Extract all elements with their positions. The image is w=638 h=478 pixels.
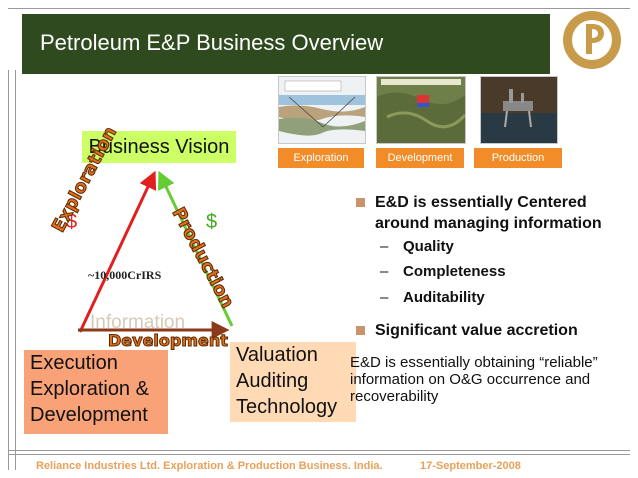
valuation-box: Valuation Auditing Technology bbox=[230, 342, 356, 422]
seismic-diagram-icon bbox=[279, 77, 365, 143]
sub-bullet-completeness: Completeness bbox=[403, 263, 506, 280]
plain-statement: E&D is essentially obtaining “reliable” … bbox=[350, 354, 598, 405]
bullet-square-2 bbox=[356, 326, 365, 335]
production-tag: Production bbox=[474, 148, 562, 168]
triangle-arrows bbox=[78, 170, 234, 339]
execution-line-3: Development bbox=[30, 404, 148, 426]
frame-left-line bbox=[8, 70, 9, 470]
dash-1: – bbox=[380, 238, 389, 255]
dash-2: – bbox=[380, 263, 389, 280]
execution-line-1: Execution bbox=[30, 352, 118, 374]
execution-line-2: Exploration & bbox=[30, 378, 149, 400]
frame-footer-line-1 bbox=[8, 450, 630, 451]
development-arrow-label: Development bbox=[108, 331, 229, 351]
information-label: Information bbox=[90, 312, 186, 333]
reliance-logo-icon bbox=[563, 11, 621, 69]
production-photo bbox=[480, 76, 558, 144]
footer-date: 17-September-2008 bbox=[420, 460, 521, 472]
sub-bullet-auditability: Auditability bbox=[403, 289, 485, 306]
sub-bullet-quality: Quality bbox=[403, 238, 454, 255]
production-arrow bbox=[158, 170, 234, 327]
investment-note: ~10,000CrIRS bbox=[88, 268, 162, 282]
bullet-square-1 bbox=[356, 198, 365, 207]
frame-top-line bbox=[8, 8, 630, 9]
dash-3: – bbox=[380, 289, 389, 306]
valuation-line-1: Valuation bbox=[236, 344, 318, 366]
bullet-1-line-2: around managing information bbox=[375, 215, 602, 232]
development-photo bbox=[376, 76, 466, 144]
development-tag: Development bbox=[376, 148, 464, 168]
exploration-tag: Exploration bbox=[278, 148, 364, 168]
frame-left-line-2 bbox=[15, 70, 16, 470]
valuation-line-2: Auditing bbox=[236, 370, 309, 392]
exploration-photo bbox=[278, 76, 366, 144]
execution-box: Execution Exploration & Development bbox=[24, 350, 168, 434]
title-bar bbox=[22, 14, 550, 74]
footer-company: Reliance Industries Ltd. Exploration & P… bbox=[36, 460, 383, 472]
slide-title: Petroleum E&P Business Overview bbox=[40, 30, 384, 55]
exploration-arrow bbox=[78, 170, 157, 333]
business-vision-box: Business Vision bbox=[82, 131, 236, 163]
bullet-1-line-1: E&D is essentially Centered bbox=[375, 194, 587, 211]
bullet-2-line-1: Significant value accretion bbox=[375, 322, 578, 339]
valuation-line-3: Technology bbox=[236, 396, 338, 418]
frame-footer-line-2 bbox=[8, 454, 630, 455]
offshore-platform-icon bbox=[481, 77, 557, 143]
dollar-left: $ bbox=[66, 211, 78, 233]
development-map-icon bbox=[377, 77, 465, 143]
dollar-right: $ bbox=[206, 211, 218, 233]
